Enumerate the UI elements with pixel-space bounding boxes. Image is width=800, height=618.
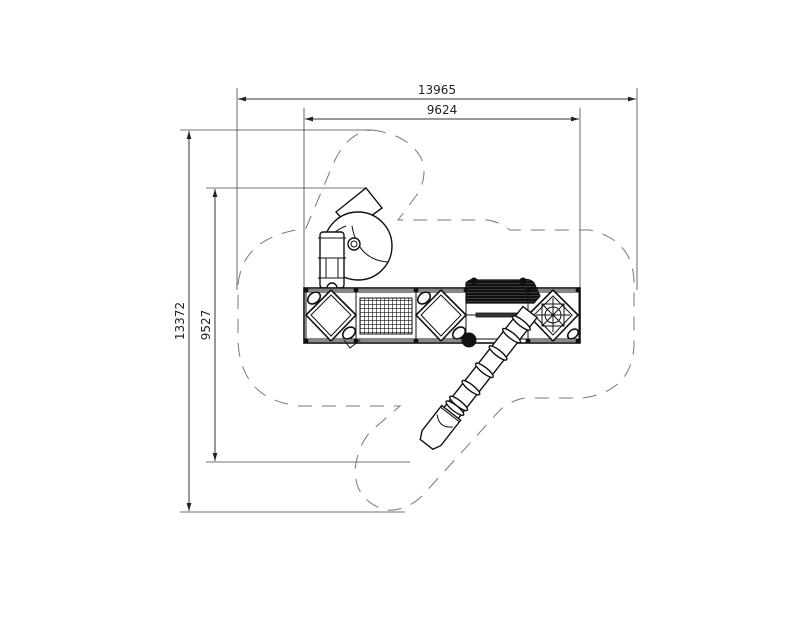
- dimension-structure-depth: 9527: [199, 187, 410, 463]
- deck-right-roof: [526, 288, 580, 343]
- climbing-net-panel: [355, 289, 417, 342]
- structure-width-label: 9624: [427, 103, 458, 117]
- overall-width-label: 13965: [418, 83, 456, 97]
- deck-middle: [414, 288, 477, 348]
- straight-tube-slide: [419, 305, 539, 451]
- deck-left: [304, 288, 361, 349]
- overall-depth-label: 13372: [173, 302, 187, 340]
- spiral-slide: [318, 187, 393, 294]
- dimension-structure-width: 9624: [303, 103, 581, 290]
- structure-depth-label: 9527: [199, 310, 213, 341]
- safety-zone-outline: [237, 129, 635, 511]
- posts: [303, 287, 581, 344]
- dimension-overall-width: 13965: [236, 83, 638, 290]
- deck-structure: [303, 277, 581, 349]
- dimension-overall-depth: 13372: [173, 129, 405, 513]
- crawl-tunnel: [465, 277, 541, 318]
